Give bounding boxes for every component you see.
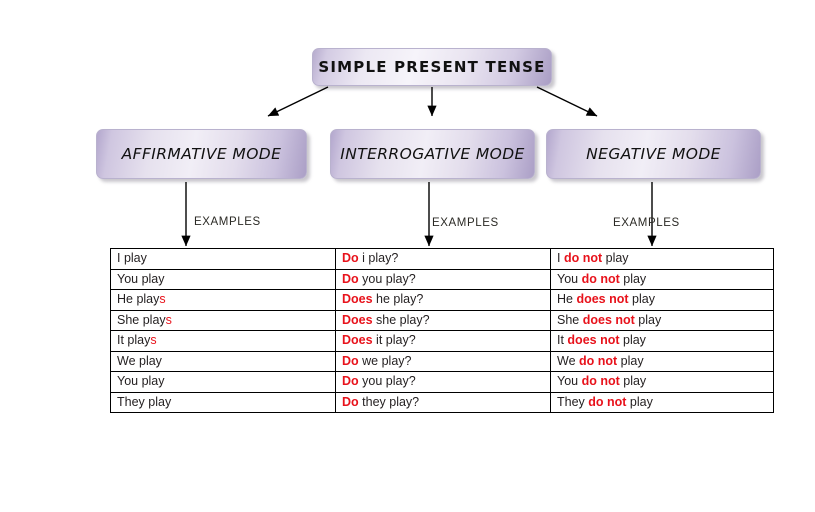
plain-text: He play	[117, 292, 160, 306]
cell-negative: We do not play	[550, 350, 774, 372]
plain-text: play	[617, 353, 644, 368]
mode-box-negative: NEGATIVE MODE	[546, 129, 761, 179]
plain-text: play	[619, 333, 646, 347]
arrow-title-to-negative	[536, 86, 598, 117]
mode-box-interrogative-label: INTERROGATIVE MODE	[340, 145, 525, 163]
cell-interrogative: Does it play?	[335, 330, 551, 352]
cell-interrogative: Does she play?	[335, 309, 551, 331]
plain-text: She play	[117, 312, 166, 327]
highlighted-text: Does	[342, 312, 373, 327]
highlighted-text: do not	[588, 394, 627, 409]
cell-interrogative: Does he play?	[335, 289, 551, 311]
examples-label-affirmative: EXAMPLES	[194, 216, 261, 228]
plain-text: play	[634, 312, 662, 327]
plain-text: You	[557, 271, 582, 286]
mode-box-interrogative: INTERROGATIVE MODE	[330, 129, 535, 179]
cell-interrogative: Do you play?	[335, 371, 551, 393]
highlighted-text: Do	[342, 353, 359, 368]
examples-label-negative: EXAMPLES	[613, 217, 680, 229]
arrow-title-to-affirmative	[267, 86, 329, 117]
mode-box-negative-label: NEGATIVE MODE	[586, 145, 721, 163]
cell-interrogative: Do you play?	[335, 268, 551, 290]
highlighted-text: Do	[342, 251, 359, 265]
plain-text: I	[557, 251, 564, 265]
plain-text: it play?	[372, 333, 416, 347]
plain-text: they play?	[358, 394, 420, 409]
highlighted-text: s	[150, 333, 157, 347]
cell-affirmative: He plays	[110, 289, 336, 311]
highlighted-text: Do	[342, 394, 359, 409]
plain-text: we play?	[358, 353, 412, 368]
cell-negative: You do not play	[550, 371, 774, 393]
plain-text: You play	[117, 374, 165, 388]
cell-negative: He does not play	[550, 289, 774, 311]
title-box: SIMPLE PRESENT TENSE	[312, 48, 552, 86]
highlighted-text: do not	[581, 374, 620, 388]
cell-negative: You do not play	[550, 268, 774, 290]
cell-interrogative: Do they play?	[335, 391, 551, 413]
plain-text: play	[628, 292, 655, 306]
cell-affirmative: We play	[110, 350, 336, 372]
plain-text: You	[557, 374, 582, 388]
cell-negative: They do not play	[550, 391, 774, 413]
plain-text: They play	[117, 394, 172, 409]
cell-affirmative: You play	[110, 268, 336, 290]
cell-affirmative: She plays	[110, 309, 336, 331]
plain-text: you play?	[358, 374, 416, 388]
highlighted-text: do not	[563, 251, 603, 265]
highlighted-text: does not	[576, 292, 629, 306]
cell-affirmative: I play	[110, 248, 336, 270]
plain-text: It	[557, 333, 568, 347]
plain-text: play	[626, 394, 653, 409]
plain-text: she play?	[372, 312, 430, 327]
cell-affirmative: It plays	[110, 330, 336, 352]
cell-negative: I do not play	[550, 248, 774, 270]
highlighted-text: Does	[342, 292, 373, 306]
highlighted-text: do not	[581, 271, 620, 286]
plain-text: i play?	[358, 251, 399, 265]
cell-affirmative: They play	[110, 391, 336, 413]
highlighted-text: s	[159, 292, 166, 306]
plain-text: We	[557, 353, 579, 368]
plain-text: We play	[117, 353, 162, 368]
plain-text: play	[619, 271, 647, 286]
plain-text: play	[619, 374, 647, 388]
highlighted-text: Do	[342, 374, 359, 388]
plain-text: you play?	[358, 271, 416, 286]
highlighted-text: do not	[579, 353, 618, 368]
title-box-label: SIMPLE PRESENT TENSE	[318, 58, 546, 76]
plain-text: play	[602, 251, 629, 265]
highlighted-text: Do	[342, 271, 359, 286]
plain-text: You play	[117, 271, 165, 286]
mode-box-affirmative-label: AFFIRMATIVE MODE	[121, 145, 282, 163]
mode-box-affirmative: AFFIRMATIVE MODE	[96, 129, 307, 179]
plain-text: They	[557, 394, 589, 409]
cell-affirmative: You play	[110, 371, 336, 393]
highlighted-text: s	[165, 312, 172, 327]
cell-negative: It does not play	[550, 330, 774, 352]
highlighted-text: does not	[567, 333, 620, 347]
plain-text: He	[557, 292, 577, 306]
cell-interrogative: Do we play?	[335, 350, 551, 372]
plain-text: I play	[117, 251, 147, 265]
plain-text: She	[557, 312, 583, 327]
highlighted-text: does not	[582, 312, 635, 327]
cell-interrogative: Do i play?	[335, 248, 551, 270]
examples-label-interrogative: EXAMPLES	[432, 217, 499, 229]
plain-text: he play?	[372, 292, 424, 306]
plain-text: It play	[117, 333, 151, 347]
cell-negative: She does not play	[550, 309, 774, 331]
highlighted-text: Does	[342, 333, 373, 347]
